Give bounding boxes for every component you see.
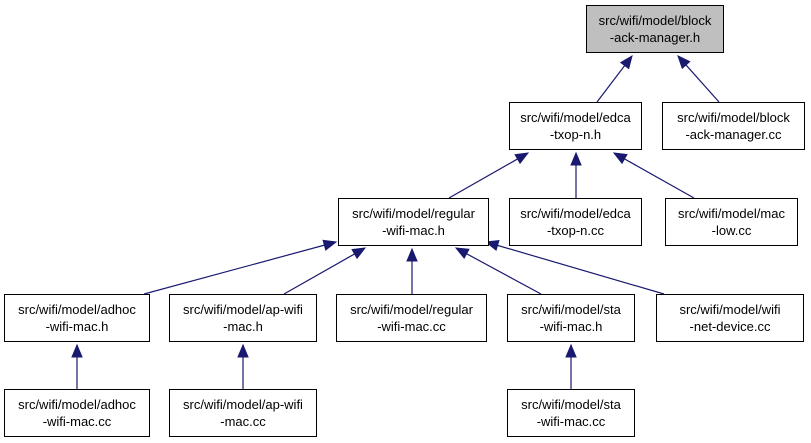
edge-arrowhead <box>484 239 500 252</box>
edge-mac-low-cc-to-edca-txop-n-h <box>612 152 695 199</box>
node-block-ack-manager-h: src/wifi/model/block -ack-manager.h <box>586 5 724 53</box>
node-label-line2: -wifi-mac.cc <box>377 319 446 334</box>
edge-line <box>466 253 542 295</box>
edge-line <box>624 158 695 199</box>
node-regular-wifi-mac-cc[interactable]: src/wifi/model/regular -wifi-mac.cc <box>336 294 487 342</box>
node-label-line1: src/wifi/model/mac <box>678 206 785 221</box>
edge-sta-wifi-mac-cc-to-sta-wifi-mac-h <box>565 343 577 389</box>
edge-arrowhead <box>406 247 418 262</box>
node-mac-low-cc[interactable]: src/wifi/model/mac -low.cc <box>665 198 798 246</box>
edge-line <box>283 253 355 295</box>
node-label-line1: src/wifi/model/wifi <box>679 302 781 317</box>
node-label-line1: src/wifi/model/sta <box>521 397 621 412</box>
edge-ap-wifi-mac-cc-to-ap-wifi-mac-h <box>237 343 249 389</box>
node-label-line2: -ack-manager.cc <box>685 127 782 142</box>
node-label-line2: -ack-manager.h <box>609 30 701 45</box>
edge-block-ack-manager-cc-to-block-ack-manager-h <box>677 55 720 103</box>
node-ap-wifi-mac-h[interactable]: src/wifi/model/ap-wifi -mac.h <box>169 294 317 342</box>
edge-arrowhead <box>570 151 582 166</box>
edge-arrowhead <box>322 239 338 251</box>
edge-edca-txop-n-h-to-block-ack-manager-h <box>596 54 633 103</box>
edge-arrowhead <box>351 247 367 260</box>
edge-arrowhead <box>454 247 470 260</box>
node-label-line1: src/wifi/model/block <box>677 110 790 125</box>
node-label-line2: -wifi-mac.cc <box>42 414 112 429</box>
node-adhoc-wifi-mac-h[interactable]: src/wifi/model/adhoc -wifi-mac.h <box>4 294 150 342</box>
node-label-line2: -mac.h <box>223 319 263 334</box>
node-sta-wifi-mac-h[interactable]: src/wifi/model/sta -wifi-mac.h <box>507 294 635 342</box>
node-wifi-net-device-cc[interactable]: src/wifi/model/wifi -net-device.cc <box>656 294 804 342</box>
edge-arrowhead <box>71 343 83 358</box>
edge-arrowhead <box>237 343 249 358</box>
node-label-line2: -txop-n.cc <box>546 223 605 238</box>
node-label-line1: src/wifi/model/edca <box>520 206 631 221</box>
node-label-line2: -wifi-mac.h <box>539 319 603 334</box>
edge-adhoc-wifi-mac-h-to-regular-wifi-mac-h <box>143 239 338 295</box>
edge-adhoc-wifi-mac-cc-to-adhoc-wifi-mac-h <box>71 343 83 389</box>
node-label-line2: -mac.cc <box>220 414 266 429</box>
node-label-line1: src/wifi/model/sta <box>521 302 621 317</box>
edge-arrowhead <box>619 54 633 70</box>
node-label-line1: src/wifi/model/block <box>598 13 712 28</box>
node-label-line1: src/wifi/model/adhoc <box>18 397 136 412</box>
edge-arrowhead <box>612 152 628 165</box>
node-edca-txop-n-h[interactable]: src/wifi/model/edca -txop-n.h <box>509 102 642 150</box>
node-label-line2: -wifi-mac.cc <box>536 414 606 429</box>
edge-ap-wifi-mac-h-to-regular-wifi-mac-h <box>283 247 367 295</box>
node-label-line1: src/wifi/model/ap-wifi <box>183 397 303 412</box>
edge-wifi-net-device-cc-to-regular-wifi-mac-h <box>484 239 665 295</box>
node-sta-wifi-mac-cc[interactable]: src/wifi/model/sta -wifi-mac.cc <box>507 389 635 437</box>
node-label-line2: -low.cc <box>711 223 752 238</box>
edge-line <box>596 65 626 103</box>
node-label-line1: src/wifi/model/regular <box>352 206 475 221</box>
node-label-line1: src/wifi/model/adhoc <box>18 302 136 317</box>
node-label-line1: src/wifi/model/edca <box>520 110 631 125</box>
node-block-ack-manager-cc[interactable]: src/wifi/model/block -ack-manager.cc <box>662 102 805 150</box>
edge-arrowhead <box>514 152 530 165</box>
node-edca-txop-n-cc[interactable]: src/wifi/model/edca -txop-n.cc <box>509 198 642 246</box>
node-ap-wifi-mac-cc[interactable]: src/wifi/model/ap-wifi -mac.cc <box>169 389 317 437</box>
edge-line <box>497 244 665 295</box>
edge-line <box>143 244 325 295</box>
node-adhoc-wifi-mac-cc[interactable]: src/wifi/model/adhoc -wifi-mac.cc <box>4 389 150 437</box>
edge-arrowhead <box>565 343 577 358</box>
node-label-line2: -net-device.cc <box>689 319 771 334</box>
edge-line <box>448 158 518 199</box>
node-label-line2: -wifi-mac.h <box>382 223 445 238</box>
node-label-line1: src/wifi/model/ap-wifi <box>183 302 303 317</box>
edge-arrowhead <box>677 55 691 70</box>
edge-regular-wifi-mac-cc-to-regular-wifi-mac-h <box>406 247 418 294</box>
edge-edca-txop-n-cc-to-edca-txop-n-h <box>570 151 582 198</box>
edge-regular-wifi-mac-h-to-edca-txop-n-h <box>448 152 530 199</box>
node-label-line1: src/wifi/model/regular <box>350 302 473 317</box>
edge-sta-wifi-mac-h-to-regular-wifi-mac-h <box>454 247 542 295</box>
node-regular-wifi-mac-h[interactable]: src/wifi/model/regular -wifi-mac.h <box>338 198 489 246</box>
node-label-line2: -wifi-mac.h <box>45 319 109 334</box>
edge-line <box>685 64 720 103</box>
node-label-line2: -txop-n.h <box>549 127 602 142</box>
